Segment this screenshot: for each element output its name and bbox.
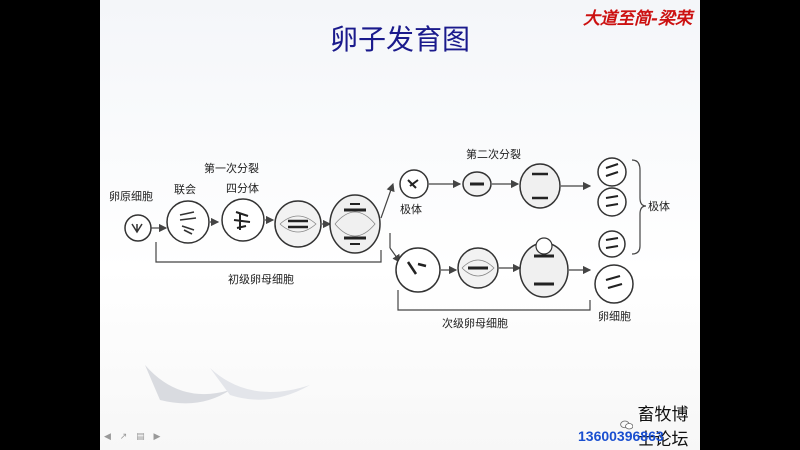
secondary-oocyte-cell <box>395 247 441 293</box>
label-primary-oocyte: 初级卵母细胞 <box>228 272 294 286</box>
label-ovum: 卵细胞 <box>598 310 631 323</box>
anaphase-i-cell <box>329 194 381 254</box>
metaphase-i-cell <box>274 200 322 248</box>
polar-body-c-cell <box>598 230 626 258</box>
secondary-anaphase-cell <box>519 237 569 298</box>
watermark: 畜牧博士论坛 <box>620 400 700 450</box>
label-secondary-oocyte: 次级卵母细胞 <box>442 316 508 330</box>
polar-body-a-cell <box>597 157 627 187</box>
polar-body-b-cell <box>597 187 627 217</box>
ovum-cell <box>594 264 634 304</box>
label-polar-body: 极体 <box>400 202 422 216</box>
secondary-metaphase-cell <box>457 247 499 289</box>
slide-title: 卵子发育图 <box>329 23 470 56</box>
polar-body-metaphase-cell <box>462 171 492 197</box>
polar-body-cell <box>399 169 429 199</box>
chat-bubbles-icon <box>620 420 634 430</box>
slide-nav-controls[interactable]: ◀ ↗ ▤ ▶ <box>104 432 164 442</box>
label-synapsis: 联会 <box>174 183 196 196</box>
slide: 大道至简-梁荣 卵子发育图 卵原细胞 联会 第一次分裂 四分体 <box>100 0 700 450</box>
watermark-text: 畜牧博士论坛 <box>637 405 689 450</box>
motto-text: 大道至简-梁荣 <box>582 9 692 29</box>
phone-number: 13600396863 <box>578 428 664 444</box>
label-oogonium: 卵原细胞 <box>109 190 153 203</box>
oogenesis-diagram: 卵原细胞 联会 第一次分裂 四分体 <box>109 147 670 330</box>
label-second-division: 第二次分裂 <box>466 147 521 161</box>
tetrad-cell <box>221 198 265 242</box>
polar-body-anaphase-cell <box>519 163 561 209</box>
label-first-division: 第一次分裂 <box>204 161 259 175</box>
label-polar-bodies: 极体 <box>648 199 670 213</box>
synapsis-cell <box>166 200 210 244</box>
label-tetrad: 四分体 <box>226 181 259 195</box>
decorative-swirl <box>145 365 310 404</box>
oogonium-cell <box>124 214 152 242</box>
